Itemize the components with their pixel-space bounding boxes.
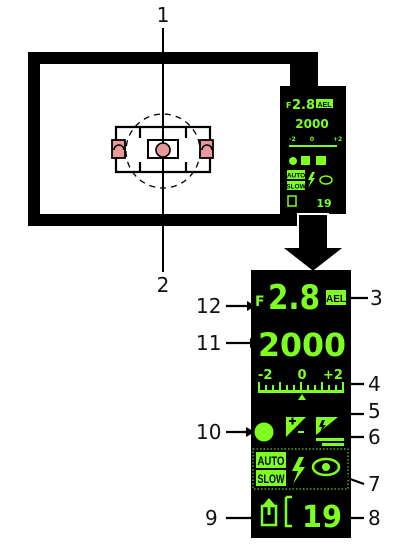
callout-11: 11 — [196, 331, 221, 355]
mini-auto-box — [287, 170, 305, 179]
mini-exposure-comp-icon — [301, 156, 310, 165]
mini-shutter: 2000 — [295, 117, 328, 131]
scale-tick — [314, 385, 316, 390]
scale-minus: -2 — [258, 368, 272, 383]
scale-tick — [335, 385, 337, 390]
callout-6: 6 — [368, 425, 381, 449]
flash-icon — [292, 457, 305, 484]
callout-9: 9 — [205, 506, 218, 530]
callout-5: 5 — [368, 399, 381, 423]
flash-comp-icon — [316, 417, 344, 446]
mini-scale-plus: +2 — [333, 136, 342, 143]
mini-focus-indicator — [289, 157, 297, 165]
mini-flash-comp-icon — [316, 156, 326, 165]
scale-tick — [307, 385, 309, 390]
callout-leaders — [226, 296, 368, 523]
mini-slow-box — [287, 181, 305, 190]
scale-tick — [293, 385, 295, 390]
info-display: F 2.8 AEL 2000 -2 0 +2 — [251, 270, 351, 538]
frame-counter: 19 — [302, 500, 342, 535]
scale-plus: +2 — [323, 368, 343, 383]
mini-flash-icon — [308, 172, 315, 188]
shutter-value: 2000 — [258, 326, 346, 364]
display-panel — [251, 270, 351, 538]
auto-indicator: AUTO — [258, 454, 285, 468]
scale-baseline — [258, 390, 344, 393]
f-prefix: F — [255, 294, 265, 310]
aperture-value: 2.8 — [268, 278, 320, 318]
mini-scale-zero: 0 — [310, 136, 314, 143]
scale-tick — [272, 385, 274, 390]
mini-frames: 19 — [316, 197, 331, 210]
mini-f-prefix: F — [286, 101, 291, 110]
scale-tick — [321, 382, 323, 390]
enlarge-arrow — [278, 213, 348, 274]
ael-indicator: AEL — [326, 294, 346, 305]
slow-indicator: SLOW — [258, 472, 286, 486]
callout-12: 12 — [196, 294, 221, 318]
af-sensor-left — [111, 139, 126, 159]
af-sensor-right — [199, 139, 214, 159]
focus-indicator — [254, 422, 274, 442]
scale-tick — [342, 382, 344, 390]
callout-7: 7 — [368, 472, 381, 496]
mini-slow: SLOW — [286, 184, 306, 191]
scale-tick — [258, 382, 260, 390]
slow-box — [256, 470, 286, 486]
mini-scale-minus: -2 — [289, 136, 296, 143]
flash-mode-group — [252, 448, 349, 490]
callout-8: 8 — [368, 506, 381, 530]
exposure-comp-icon — [286, 417, 306, 437]
mini-display-panel — [280, 86, 346, 214]
mini-ael: AEL — [318, 102, 333, 109]
mini-scale-bar — [289, 145, 337, 147]
exposure-bracket-icon — [260, 495, 292, 528]
callout-1: 1 — [157, 3, 170, 27]
scale-tick — [265, 385, 267, 390]
af-sensor-right-arc — [201, 144, 213, 151]
scale-tick — [328, 385, 330, 390]
callout-4: 4 — [368, 372, 381, 396]
viewfinder-right-bar — [290, 52, 318, 86]
mini-aperture: 2.8 — [292, 98, 315, 113]
callout-2: 2 — [157, 273, 170, 297]
mini-auto: AUTO — [287, 173, 305, 180]
ael-box — [326, 290, 346, 305]
callout-3: 3 — [370, 286, 383, 310]
mini-bracket-icon — [287, 195, 297, 207]
callout-10: 10 — [196, 420, 221, 444]
scale-tick — [279, 382, 281, 390]
mini-ael-box — [316, 99, 333, 108]
spot-metering-circle — [155, 142, 171, 158]
scale-tick — [286, 385, 288, 390]
af-sensor-left-arc — [113, 144, 125, 151]
red-eye-icon — [311, 457, 341, 477]
exposure-scale — [258, 382, 344, 390]
scale-tick — [300, 382, 302, 390]
scale-zero: 0 — [297, 368, 306, 383]
mini-info-display: F 2.8 AEL 2000 -2 0 +2 AUTO SLOW 19 — [280, 86, 346, 214]
auto-box — [256, 452, 286, 468]
mini-red-eye-icon — [319, 175, 333, 185]
scale-pointer — [298, 394, 306, 400]
